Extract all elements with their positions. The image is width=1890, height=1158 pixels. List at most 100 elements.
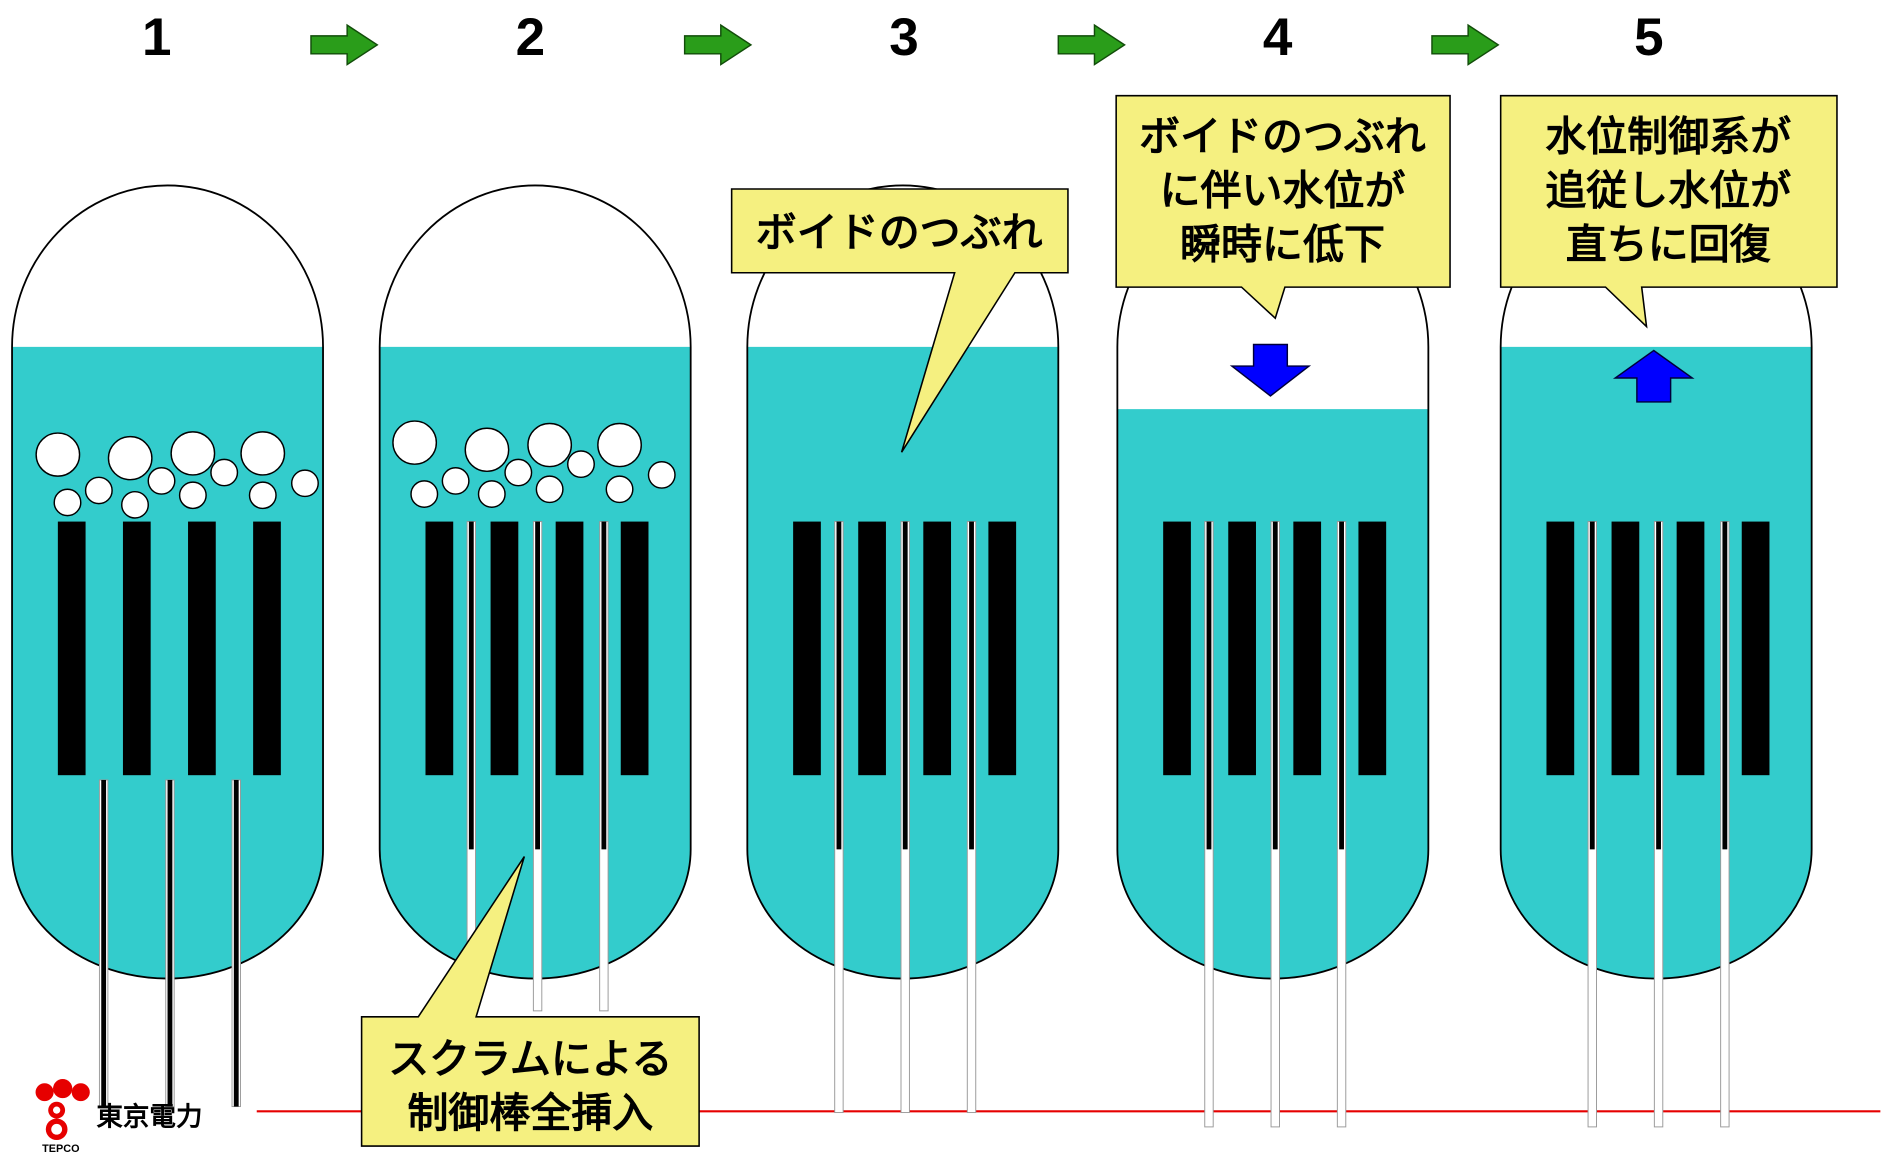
control-rod [1272, 521, 1278, 850]
void-bubble [504, 458, 533, 487]
callout-scram-line-2: 制御棒全挿入 [407, 1089, 653, 1137]
void-bubble [35, 432, 81, 477]
right-arrow-icon [310, 23, 379, 66]
void-bubble [527, 422, 573, 468]
control-rod [233, 779, 239, 1107]
step-number-3: 3 [889, 8, 919, 67]
control-rod [535, 521, 540, 850]
right-arrow-icon [1431, 23, 1500, 66]
callout-level-drop-line-2: に伴い水位が [1160, 167, 1406, 215]
callout-level-recovery-box [1499, 94, 1838, 329]
callout-void-collapse-box [730, 188, 1069, 453]
fuel-assembly [923, 521, 952, 776]
control-rod [1722, 521, 1728, 850]
control-rod [1589, 521, 1595, 850]
fuel-assembly [858, 521, 886, 776]
fuel-assembly [1163, 521, 1191, 776]
right-arrow-icon [1057, 23, 1126, 66]
up-arrow-icon [1612, 349, 1695, 403]
callout-level-drop-line-1: ボイドのつぶれ [1139, 113, 1426, 161]
reactor-vessel-3 [746, 184, 1060, 1114]
void-bubble [147, 467, 176, 495]
callout-level-drop-box [1115, 94, 1451, 320]
void-bubble [605, 475, 634, 504]
reactor-vessels [11, 184, 1813, 1128]
fuel-assembly [793, 521, 821, 776]
reactor-vessel-4 [1116, 184, 1430, 1128]
fuel-assembly [1546, 521, 1575, 776]
fuel-assembly [253, 521, 281, 776]
control-rod [1339, 521, 1344, 850]
callout-level-recovery: 水位制御系が 追従し水位が 直ちに回復 [1499, 94, 1838, 329]
void-bubble [170, 431, 216, 476]
vessel-wall [378, 184, 692, 980]
control-rod [969, 521, 974, 850]
fuel-assembly [1676, 521, 1705, 776]
vessel-wall [11, 184, 324, 980]
control-rod [101, 779, 107, 1107]
fuel-assembly [555, 521, 584, 776]
callout-level-recovery-line-2: 追従し水位が [1545, 167, 1791, 215]
right-arrow-icon [683, 23, 753, 66]
fuel-assembly [1358, 521, 1387, 776]
void-bubble [248, 481, 277, 510]
step-header: 1 2 3 4 5 [142, 8, 1664, 67]
reactor-vessel-2 [378, 184, 692, 1012]
callout-level-recovery-line-1: 水位制御系が [1545, 113, 1791, 161]
logo-dot [71, 1083, 90, 1102]
void-bubble [392, 420, 438, 465]
step-number-5: 5 [1634, 8, 1664, 67]
void-bubble [477, 480, 506, 508]
control-rod [601, 521, 607, 850]
logo-dot [53, 1079, 73, 1099]
void-bubble [535, 475, 564, 504]
fuel-assembly [988, 521, 1017, 776]
fuel-assembly [188, 521, 216, 776]
fuel-assembly [1741, 521, 1770, 776]
callout-scram-line-1: スクラムによる [388, 1035, 672, 1083]
control-rod [468, 521, 474, 850]
void-bubble [290, 469, 319, 498]
step-number-1: 1 [142, 8, 172, 67]
logo-figure-hole [53, 1106, 61, 1114]
void-bubble [53, 488, 82, 517]
fuel-assembly [1293, 521, 1322, 776]
void-bubble [210, 458, 239, 487]
control-rod [1656, 521, 1661, 850]
fuel-assembly [57, 521, 86, 776]
control-rod [836, 521, 842, 850]
callout-scram-box [360, 856, 700, 1147]
tepco-logo: 東京電力 TEPCO [35, 1079, 202, 1155]
fuel-assembly [490, 521, 519, 776]
callout-level-drop-line-3: 瞬時に低下 [1180, 221, 1385, 269]
coolant-water [12, 346, 324, 979]
logo-company-name: 東京電力 [96, 1102, 202, 1133]
fuel-assembly [425, 521, 454, 776]
callout-void-collapse-line-1: ボイドのつぶれ [756, 209, 1043, 257]
void-bubble [410, 480, 439, 508]
void-bubble [647, 461, 676, 489]
callout-level-drop: ボイドのつぶれ に伴い水位が 瞬時に低下 [1115, 94, 1451, 320]
fuel-assembly [1228, 521, 1256, 776]
control-rod [167, 779, 173, 1107]
callout-scram: スクラムによる 制御棒全挿入 [360, 856, 700, 1147]
void-bubble [240, 431, 286, 476]
callout-void-collapse: ボイドのつぶれ [730, 188, 1069, 453]
void-bubble [464, 427, 510, 473]
void-bubble [597, 422, 642, 468]
void-bubble [178, 481, 207, 510]
void-bubble [107, 435, 153, 481]
logo-dot [35, 1083, 54, 1102]
logo-figure-hole [51, 1123, 63, 1135]
void-bubble [441, 467, 470, 495]
reactor-vessel-1 [11, 184, 324, 1108]
fuel-assembly [620, 521, 649, 776]
logo-abbreviation: TEPCO [42, 1143, 79, 1155]
fuel-assembly [1611, 521, 1640, 776]
reactor-vessel-5 [1499, 184, 1813, 1128]
void-bubble [84, 476, 113, 505]
down-arrow-icon [1229, 343, 1312, 397]
void-bubble [566, 450, 595, 479]
control-rod [1206, 521, 1212, 850]
